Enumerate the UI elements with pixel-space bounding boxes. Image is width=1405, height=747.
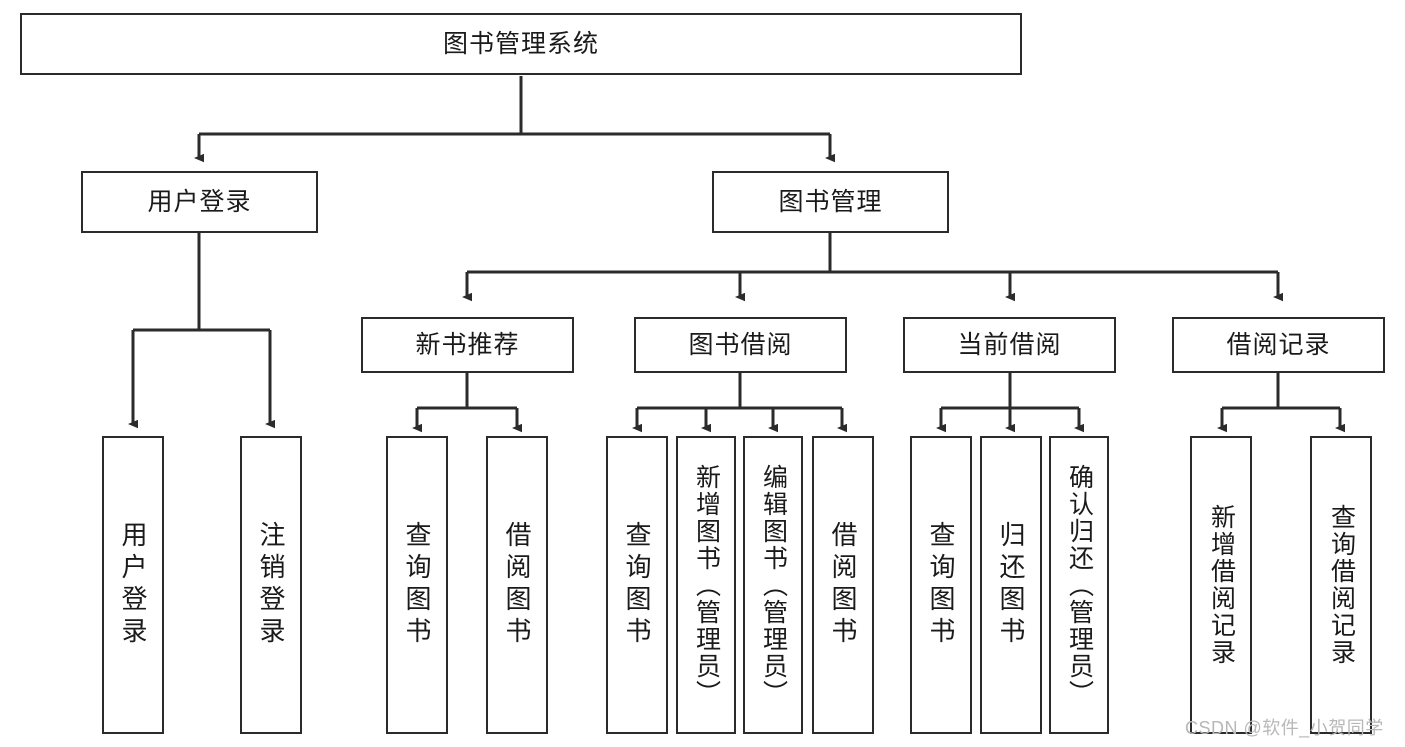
node-user-login[interactable]: 用户登录 [81, 171, 318, 233]
node-leaf-user-login[interactable]: 用户登录 [102, 436, 164, 734]
node-label: 图书管理系统 [442, 29, 599, 58]
node-label: 借阅图书 [828, 521, 858, 649]
node-leaf-query-book-current[interactable]: 查询图书 [910, 436, 972, 734]
node-leaf-query-book-recommend[interactable]: 查询图书 [386, 436, 448, 734]
node-label: 借阅图书 [502, 521, 532, 649]
node-new-book-recommend[interactable]: 新书推荐 [361, 317, 574, 373]
node-book-management[interactable]: 图书管理 [712, 171, 949, 233]
node-label: 归还图书 [996, 521, 1026, 649]
node-label: 图书借阅 [688, 330, 793, 359]
node-label: 查询借阅记录 [1327, 504, 1356, 666]
node-leaf-confirm-return-admin[interactable]: 确认归还（管理员） [1049, 436, 1109, 734]
node-label: 用户登录 [118, 521, 148, 649]
node-label: 用户登录 [147, 187, 252, 216]
node-label: 注销登录 [256, 521, 286, 649]
node-label: 编辑图书（管理员） [759, 463, 788, 707]
node-leaf-query-book-borrow[interactable]: 查询图书 [606, 436, 668, 734]
node-leaf-return-book[interactable]: 归还图书 [980, 436, 1042, 734]
node-label: 当前借阅 [957, 330, 1062, 359]
node-label: 图书管理 [778, 187, 883, 216]
node-leaf-logout[interactable]: 注销登录 [240, 436, 302, 734]
node-borrow-record[interactable]: 借阅记录 [1172, 317, 1385, 373]
node-leaf-query-borrow-record[interactable]: 查询借阅记录 [1310, 436, 1372, 734]
node-label: 新增借阅记录 [1207, 504, 1236, 666]
node-leaf-edit-book-admin[interactable]: 编辑图书（管理员） [743, 436, 803, 734]
node-leaf-add-borrow-record[interactable]: 新增借阅记录 [1190, 436, 1252, 734]
node-label: 查询图书 [622, 521, 652, 649]
node-label: 查询图书 [402, 521, 432, 649]
node-label: 借阅记录 [1226, 330, 1331, 359]
node-leaf-add-book-admin[interactable]: 新增图书（管理员） [676, 436, 736, 734]
node-book-borrow[interactable]: 图书借阅 [634, 317, 847, 373]
node-leaf-borrow-book[interactable]: 借阅图书 [812, 436, 874, 734]
node-root-book-management-system[interactable]: 图书管理系统 [20, 13, 1022, 75]
node-label: 查询图书 [926, 521, 956, 649]
node-label: 新书推荐 [415, 330, 520, 359]
watermark-text: CSDN @软件_小贺同学 [1185, 718, 1384, 738]
node-current-borrow[interactable]: 当前借阅 [903, 317, 1116, 373]
node-leaf-borrow-book-recommend[interactable]: 借阅图书 [486, 436, 548, 734]
node-label: 新增图书（管理员） [692, 463, 721, 707]
node-label: 确认归还（管理员） [1065, 463, 1094, 707]
